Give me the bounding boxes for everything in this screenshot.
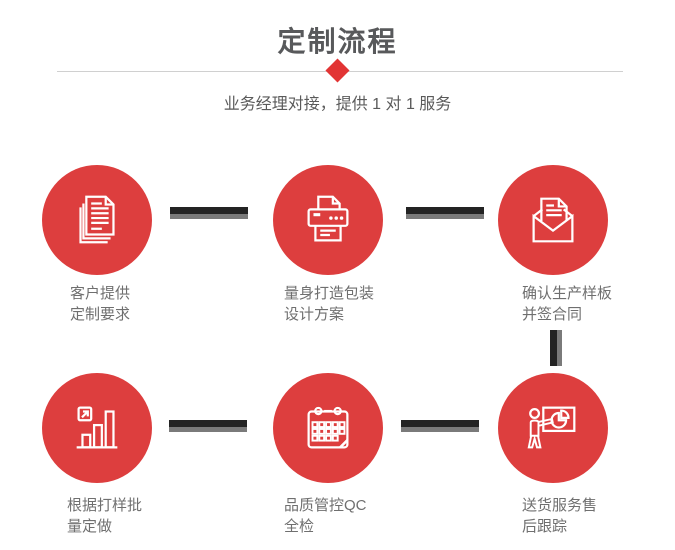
connector-step3-step6 — [550, 330, 562, 366]
step-circle-1 — [42, 165, 152, 275]
connector-step4-step5 — [169, 420, 247, 432]
connector-step2-step3 — [406, 207, 484, 219]
calendar-icon — [307, 406, 349, 449]
step-circle-4 — [42, 373, 152, 483]
diamond-icon — [325, 58, 350, 83]
step-label-4: 根据打样批 量定做 — [67, 497, 143, 535]
step-label-3: 确认生产样板 并签合同 — [522, 285, 613, 323]
step-label-5: 品质管控QC 全检 — [284, 497, 367, 535]
page-title: 定制流程 — [277, 26, 398, 57]
bar-chart-icon — [76, 406, 118, 449]
documents-icon — [79, 195, 115, 244]
connector-step1-step2 — [170, 207, 248, 219]
envelope-icon — [532, 197, 574, 243]
step-circle-3 — [498, 165, 608, 275]
step-label-6: 送货服务售 后跟踪 — [522, 497, 598, 535]
step-label-1: 客户提供 定制要求 — [70, 285, 131, 323]
printer-icon — [307, 195, 349, 242]
presentation-icon — [527, 406, 576, 449]
step-circle-6 — [498, 373, 608, 483]
page-subtitle: 业务经理对接，提供 1 对 1 服务 — [223, 96, 452, 113]
step-label-2: 量身打造包装 设计方案 — [284, 285, 375, 323]
step-circle-2 — [273, 165, 383, 275]
step-circle-5 — [273, 373, 383, 483]
connector-step5-step6 — [401, 420, 479, 432]
